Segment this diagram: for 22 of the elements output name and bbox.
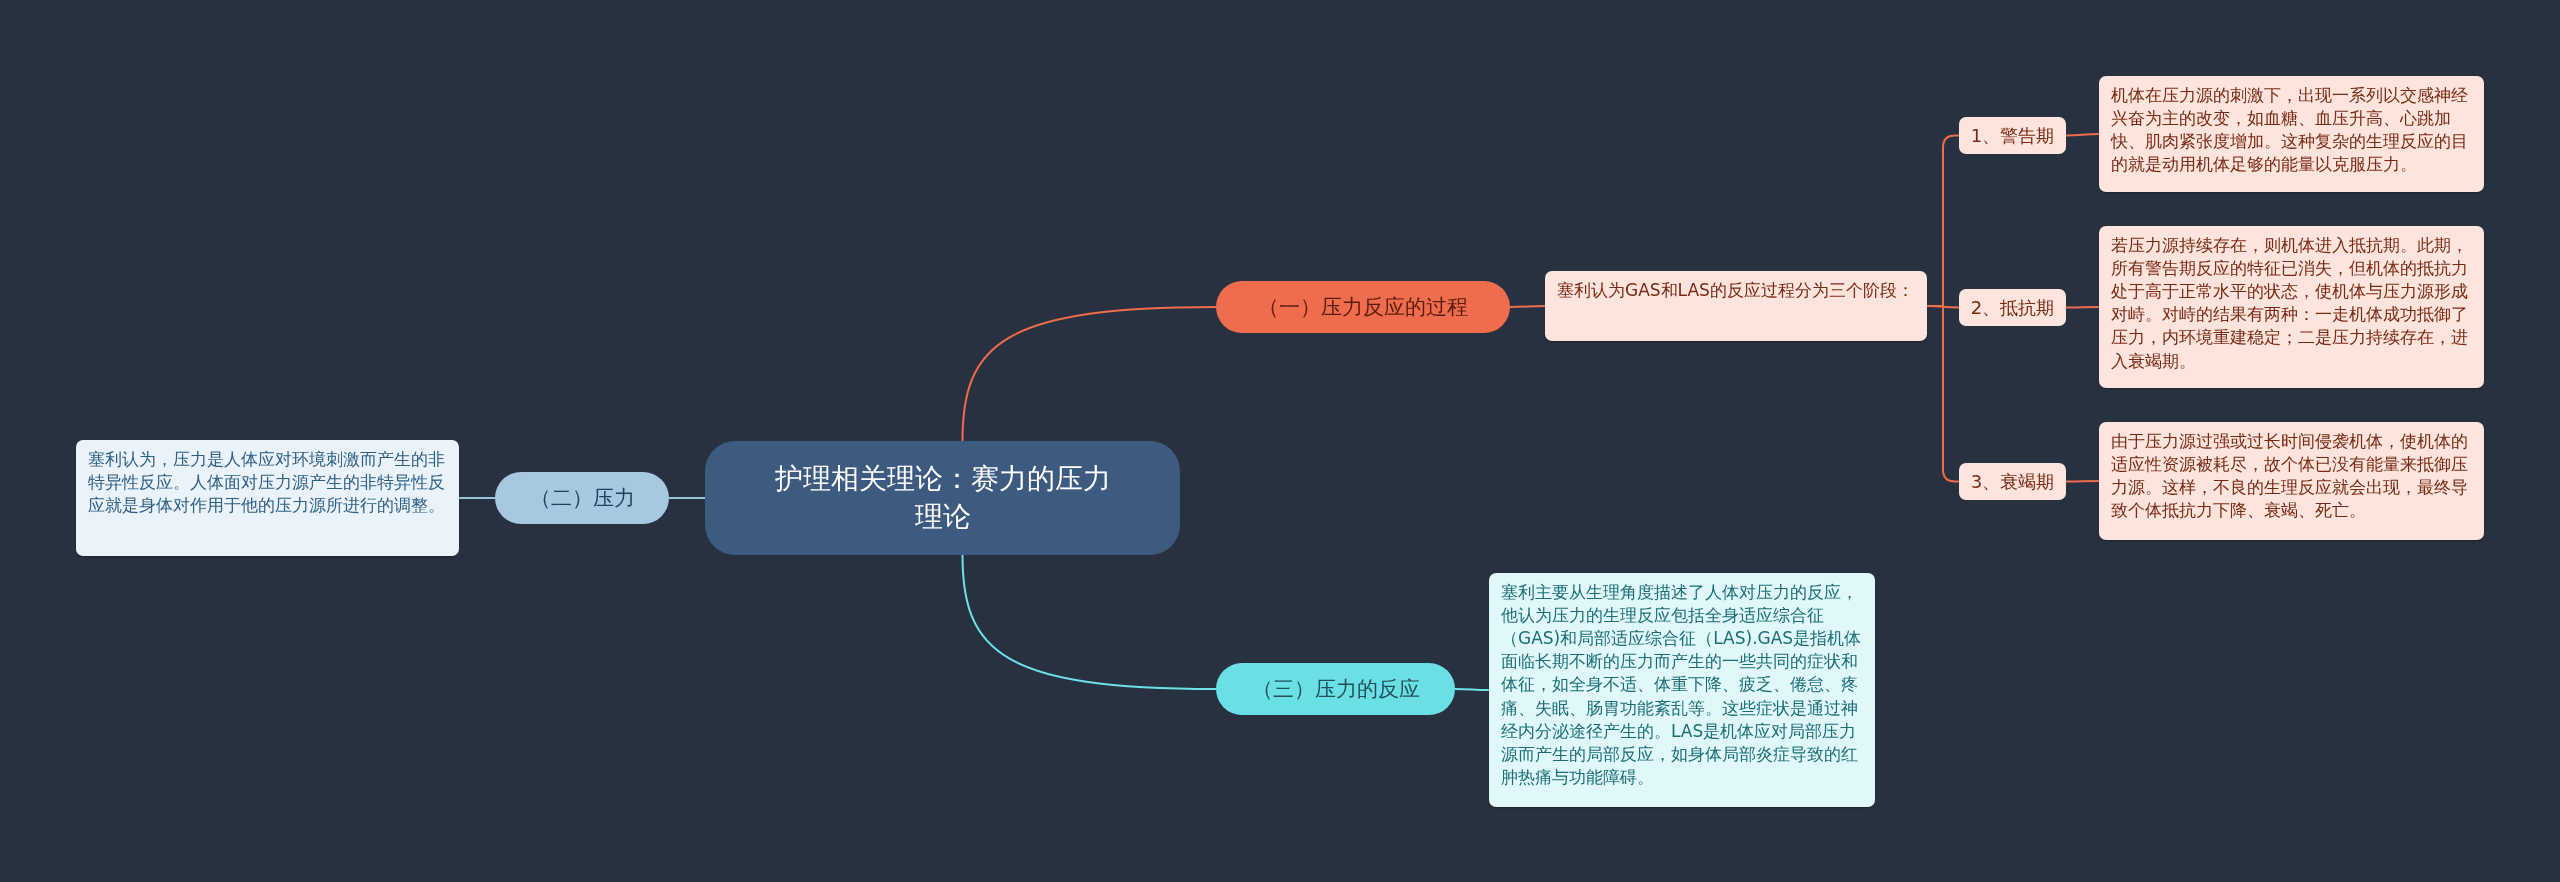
- stage-label: 2、抵抗期: [1959, 289, 2066, 326]
- connector-line: [1454, 688, 1490, 691]
- connector-line: [458, 497, 496, 499]
- description-note: 机体在压力源的刺激下，出现一系列以交感神经兴奋为主的改变，如血糖、血压升高、心跳加快、肌肉紧张度增加。这种复杂的生理反应的目的就是动用机体足够的能量以克服压力。: [2099, 76, 2484, 192]
- description-note: 由于压力源过强或过长时间侵袭机体，使机体的适应性资源被耗尽，故个体已没有能量来抵御压力源。这样，不良的生理反应就会出现，最终导致个体抵抗力下降、衰竭、死亡。: [2099, 422, 2484, 540]
- description-note: 若压力源持续存在，则机体进入抵抗期。此期，所有警告期反应的特征已消失，但机体的抵抗力处于高于正常水平的状态，使机体与压力源形成对峙。对峙的结果有两种：一走机体成功抵御了压力，内环境重建稳定；二是压力持续存在，进入衰竭期。: [2099, 226, 2484, 388]
- connector-line: [2065, 306, 2100, 309]
- stage-label: 3、衰竭期: [1959, 463, 2066, 500]
- connector-line: [1509, 305, 1546, 308]
- connector-line: [2065, 133, 2100, 137]
- central-topic: 护理相关理论：赛力的压力理论: [705, 441, 1180, 555]
- connector-line: [961, 306, 1217, 442]
- connector-line: [2065, 480, 2100, 483]
- connector-line: [668, 497, 706, 499]
- subtopic-note: 塞利认为GAS和LAS的反应过程分为三个阶段：: [1545, 271, 1927, 341]
- description-note: 塞利认为，压力是人体应对环境刺激而产生的非特异性反应。人体面对压力源产生的非特异性反应就是身体对作用于他的压力源所进行的调整。: [76, 440, 459, 556]
- connector-line: [961, 554, 1217, 690]
- branch-topic: （一）压力反应的过程: [1216, 281, 1510, 333]
- description-note: 塞利主要从生理角度描述了人体对压力的反应，他认为压力的生理反应包括全身适应综合征（GAS)和局部适应综合征（LAS).GAS是指机体面临长期不断的压力而产生的一些共同的症状和体征，如全身不适、体重下降、疲乏、倦怠、疼痛、失眠、肠胃功能紊乱等。这些症状是通过神经内分泌途径产生的。LAS是机体应对局部压力源而产生的局部反应，如身体局部炎症导致的红肿热痛与功能障碍。: [1489, 573, 1875, 807]
- stage-label: 1、警告期: [1959, 117, 2066, 154]
- branch-topic: （三）压力的反应: [1216, 663, 1455, 715]
- branch-topic: （二）压力: [495, 472, 669, 524]
